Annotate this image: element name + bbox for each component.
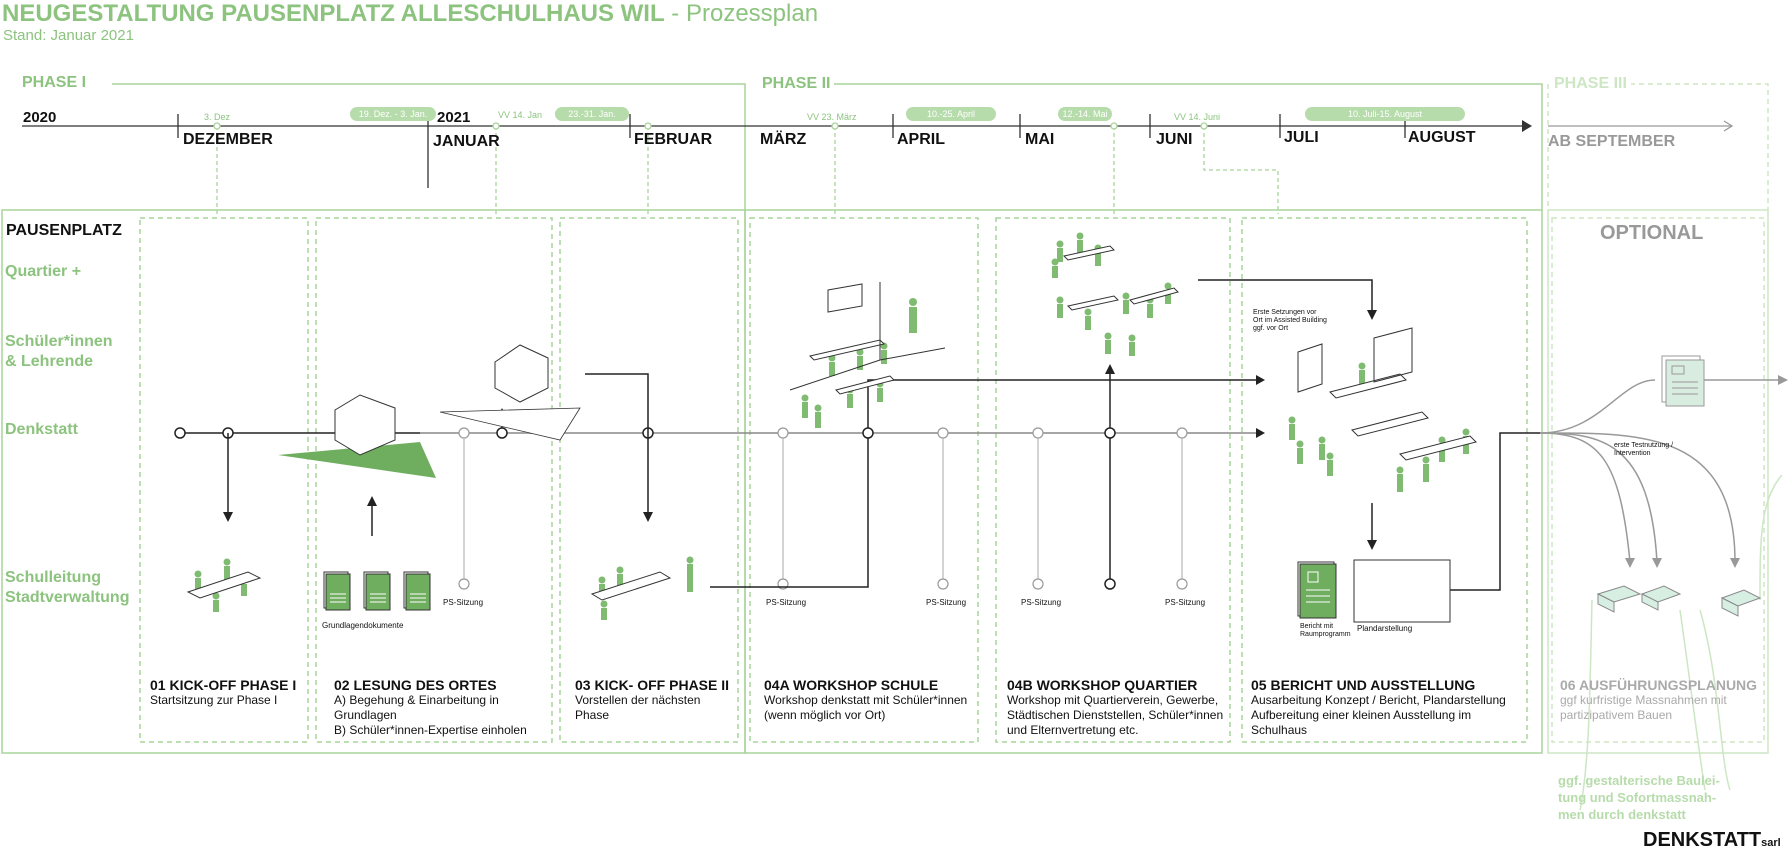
step-title: 04B WORKSHOP QUARTIER (1007, 677, 1198, 693)
label-line: Ort im Assisted Building (1253, 317, 1327, 324)
step-02: 02 LESUNG DES ORTES A) Begehung & Einarb… (334, 677, 554, 738)
step-01: 01 KICK-OFF PHASE I Startsitzung zur Pha… (150, 677, 310, 708)
date-pill: 23.-31. Jan. (555, 107, 629, 121)
date-pill: 19. Dez. - 3. Jan. (350, 107, 436, 121)
label-testnutzung: erste Testnutzung /Intervention (1614, 442, 1673, 458)
label-line: erste Testnutzung / (1614, 442, 1674, 449)
phase-3-label: PHASE III (1550, 75, 1631, 93)
title-main: NEUGESTALTUNG PAUSENPLATZ ALLESCHULHAUS … (2, 0, 665, 27)
label-line: Raumprogramm (1300, 631, 1351, 638)
label-line: Intervention (1614, 450, 1651, 457)
row-label-line: Stadtverwaltung (5, 589, 130, 606)
tick-label: VV 23. März (807, 112, 857, 122)
step-title: 01 KICK-OFF PHASE I (150, 677, 297, 693)
label-plandarstellung: Plandarstellung (1357, 624, 1413, 633)
step-desc-line: partizipativem Bauen (1560, 708, 1673, 722)
step-desc-line: Phase (575, 708, 610, 722)
step-desc-line: Aufbereitung einer kleinen Ausstellung i… (1251, 708, 1472, 722)
step-desc-line: Städtischen Dienststellen, Schüler*innen (1007, 708, 1224, 722)
row-label-quartier: Quartier + (5, 263, 82, 280)
phase-2-label: PHASE II (758, 75, 835, 93)
step-desc-line: und Elternvertretung etc. (1007, 723, 1139, 737)
year-2020: 2020 (23, 109, 57, 126)
label-ps-sitzung: PS-Sitzung (1021, 598, 1062, 607)
footnote-line: men durch denkstatt (1558, 807, 1686, 822)
logo-name: DENKSTATT (1643, 829, 1762, 851)
step-04b: 04B WORKSHOP QUARTIER Workshop mit Quart… (1007, 677, 1237, 738)
month-januar: JANUAR (433, 133, 500, 150)
step-desc-line: Ausarbeitung Konzept / Bericht, Plandars… (1251, 693, 1506, 707)
step-title: 06 AUSFÜHRUNGSPLANUNG (1560, 677, 1758, 693)
row-label-line: Schüler*innen (5, 333, 113, 350)
month-april: APRIL (897, 131, 945, 148)
year-2021: 2021 (437, 109, 471, 126)
label-line: ggf. vor Ort (1253, 325, 1289, 332)
date-pill: 10.-25. April (906, 107, 996, 121)
date-pill: 12.-14. Mai (1058, 107, 1112, 121)
step-05: 05 BERICHT UND AUSSTELLUNG Ausarbeitung … (1251, 677, 1531, 738)
label-line: Bericht mit (1300, 623, 1334, 630)
footnote: ggf. gestalterische Baulei- tung und Sof… (1558, 772, 1720, 823)
month-juni: JUNI (1156, 131, 1193, 148)
month-februar: FEBRUAR (634, 131, 713, 148)
step-desc-line: A) Begehung & Einarbeitung in (334, 693, 499, 707)
page-title: NEUGESTALTUNG PAUSENPLATZ ALLESCHULHAUS … (2, 0, 818, 28)
phase-1-label: PHASE I (18, 74, 91, 92)
row-label-line: Schulleitung (5, 569, 101, 586)
tick-label: 3. Dez (204, 112, 231, 122)
step-04a: 04A WORKSHOP SCHULE Workshop denkstatt m… (764, 677, 989, 723)
step-desc-line: ggf kurfristige Massnahmen mit (1560, 693, 1727, 707)
label-ps-sitzung: PS-Sitzung (443, 598, 484, 607)
tick-label: VV 14. Jan (498, 110, 543, 120)
step-desc-line: Vorstellen der nächsten (575, 693, 701, 707)
month-dezember: DEZEMBER (183, 131, 273, 148)
title-suffix: - Prozessplan (664, 0, 819, 27)
row-label-line: & Lehrende (5, 353, 94, 370)
label-line: Erste Setzungen vor (1253, 309, 1317, 316)
step-desc-line: (wenn möglich vor Ort) (764, 708, 886, 722)
step-desc-line: B) Schüler*innen-Expertise einholen (334, 723, 527, 737)
month-ab-september: AB SEPTEMBER (1548, 133, 1676, 150)
label-ps-sitzung: PS-Sitzung (1165, 598, 1206, 607)
step-desc-line: Grundlagen (334, 708, 397, 722)
month-august: AUGUST (1408, 129, 1476, 146)
label-ps-sitzung: PS-Sitzung (926, 598, 967, 607)
row-label-pausenplatz: PAUSENPLATZ (6, 222, 122, 239)
status-date: Stand: Januar 2021 (3, 27, 134, 44)
step-title: 03 KICK- OFF PHASE II (575, 677, 730, 693)
step-title: 04A WORKSHOP SCHULE (764, 677, 939, 693)
tick-label: VV 14. Juni (1174, 112, 1221, 122)
row-label-denkstatt: Denkstatt (5, 421, 78, 438)
denkstatt-logo: DENKSTATTsarl (1643, 829, 1781, 852)
step-06: 06 AUSFÜHRUNGSPLANUNG ggf kurfristige Ma… (1560, 677, 1765, 723)
logo-suffix: sarl (1761, 837, 1781, 849)
step-title: 02 LESUNG DES ORTES (334, 677, 497, 693)
footnote-line: tung und Sofortmassnah- (1558, 790, 1717, 805)
step-03: 03 KICK- OFF PHASE II Vorstellen der näc… (575, 677, 740, 723)
step-desc-line: Workshop denkstatt mit Schüler*innen (764, 693, 968, 707)
month-mai: MAI (1025, 131, 1055, 148)
row-label-schueler: Schüler*innen & Lehrende (5, 332, 113, 372)
label-ps-sitzung: PS-Sitzung (766, 598, 807, 607)
step-desc-line: Schulhaus (1251, 723, 1308, 737)
optional-label: OPTIONAL (1600, 222, 1704, 244)
month-juli: JULI (1284, 129, 1319, 146)
step-title: 05 BERICHT UND AUSSTELLUNG (1251, 677, 1476, 693)
step-desc-line: Workshop mit Quartierverein, Gewerbe, (1007, 693, 1219, 707)
footnote-line: ggf. gestalterische Baulei- (1558, 773, 1720, 788)
date-pill: 10. Juli-15. August (1305, 107, 1465, 121)
step-desc-line: Startsitzung zur Phase I (150, 693, 278, 707)
month-maerz: MÄRZ (760, 131, 807, 148)
label-grundlagen: Grundlagendokumente (322, 621, 404, 630)
